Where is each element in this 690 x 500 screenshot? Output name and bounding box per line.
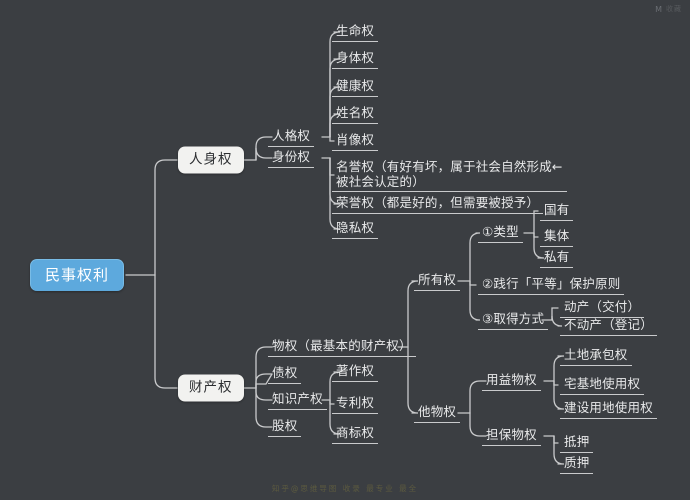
- node-guquan[interactable]: 股权: [268, 417, 302, 437]
- watermark-mark-icon: M: [655, 4, 663, 14]
- node-tudi-chengbaoquan[interactable]: 土地承包权: [560, 346, 632, 366]
- node-tawuquan[interactable]: 他物权: [414, 403, 461, 423]
- node-mingyuquan[interactable]: 名誉权（有好有坏，属于社会自然形成← 被社会认定的）: [332, 158, 567, 192]
- node-jiti[interactable]: 集体: [540, 227, 574, 247]
- node-rengequan[interactable]: 人格权: [268, 127, 315, 147]
- watermark-top: M 收藏: [655, 4, 682, 14]
- watermark-top-text: 收藏: [666, 5, 682, 13]
- node-shangbiaoquan[interactable]: 商标权: [332, 424, 379, 444]
- node-yongyi-wuquan[interactable]: 用益物权: [482, 371, 541, 391]
- node-budongchan[interactable]: 不动产（登记）: [560, 316, 657, 336]
- node-qude-fangshi[interactable]: ③取得方式: [478, 310, 549, 330]
- node-pingdeng-baohu-yuanze[interactable]: ②践行「平等」保护原则: [478, 275, 625, 295]
- node-zhishichanquan[interactable]: 知识产权: [268, 390, 327, 410]
- node-dongchan[interactable]: 动产（交付）: [560, 298, 645, 318]
- node-diya[interactable]: 抵押: [560, 433, 594, 453]
- node-shentiquan[interactable]: 身体权: [332, 49, 379, 69]
- node-zhiya[interactable]: 质押: [560, 454, 594, 474]
- branch-node-caichanquan[interactable]: 财产权: [178, 374, 244, 402]
- node-jiankangquan[interactable]: 健康权: [332, 77, 379, 97]
- node-siyou[interactable]: 私有: [540, 248, 574, 268]
- node-xiaoxiangquan[interactable]: 肖像权: [332, 131, 379, 151]
- node-xingmingquan[interactable]: 姓名权: [332, 104, 379, 124]
- node-yinsiquan[interactable]: 隐私权: [332, 219, 379, 239]
- branch-node-renshenquan[interactable]: 人身权: [178, 146, 244, 174]
- node-leixing[interactable]: ①类型: [478, 223, 523, 243]
- watermark-bottom: 知乎@思维导图 收录 最专业 最全: [271, 484, 419, 493]
- node-shenfenquan[interactable]: 身份权: [268, 148, 315, 168]
- node-zhaiquan[interactable]: 债权: [268, 364, 302, 384]
- node-guoyou[interactable]: 国有: [540, 201, 574, 221]
- node-jianshe-yongdi-shiyongquan[interactable]: 建设用地使用权: [560, 399, 657, 419]
- node-zhuzuoquan[interactable]: 著作权: [332, 362, 379, 382]
- node-danbao-wuquan[interactable]: 担保物权: [482, 426, 541, 446]
- node-shengmingquan[interactable]: 生命权: [332, 22, 379, 42]
- node-zhaijidi-shiyongquan[interactable]: 宅基地使用权: [560, 375, 645, 395]
- root-node[interactable]: 民事权利: [30, 259, 125, 291]
- node-suoyouquan[interactable]: 所有权: [414, 271, 461, 291]
- node-zhuanliquan[interactable]: 专利权: [332, 394, 379, 414]
- node-rongyuquan[interactable]: 荣誉权（都是好的，但需要被授予）: [332, 194, 544, 214]
- node-wuquan[interactable]: 物权（最基本的财产权）: [268, 337, 416, 357]
